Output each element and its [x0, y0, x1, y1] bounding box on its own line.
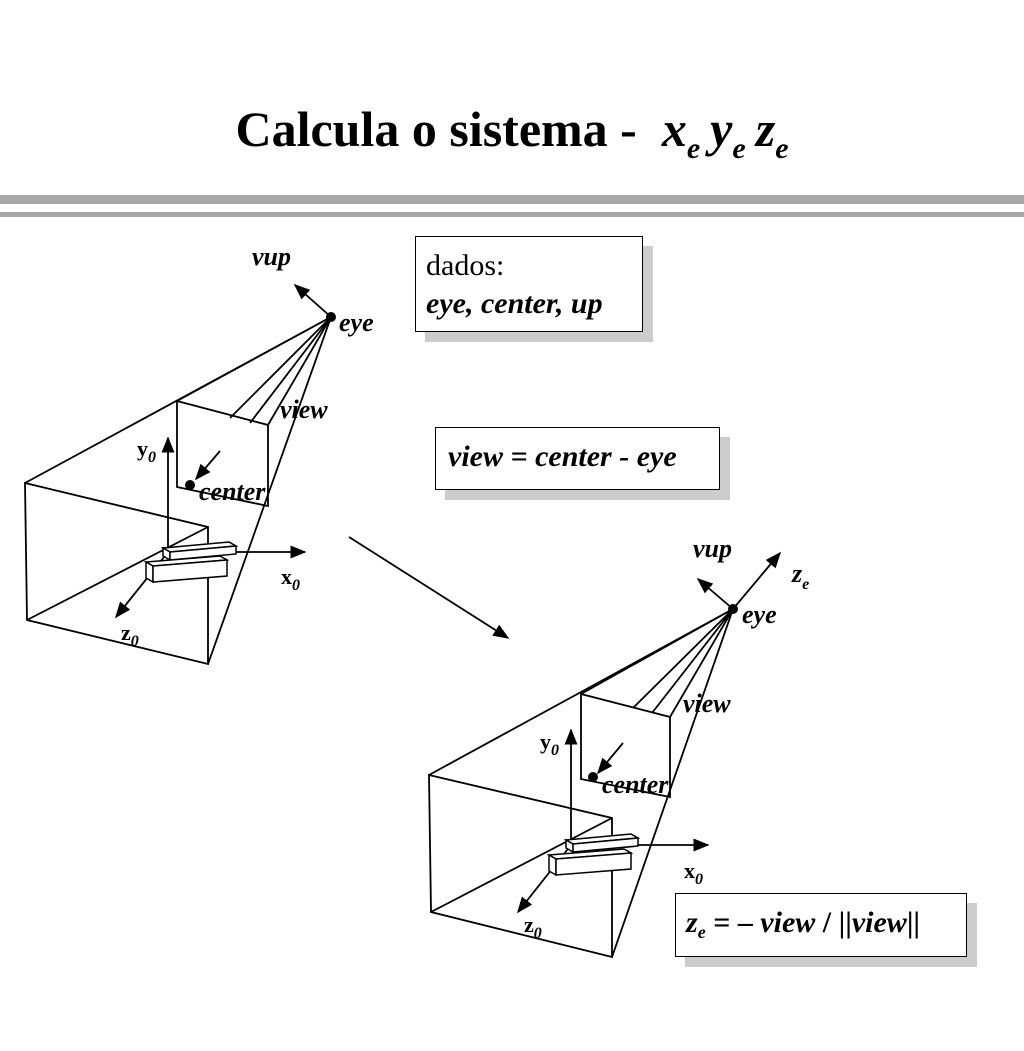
view-formula-box: view = center - eye: [435, 427, 720, 490]
given-data-values: eye, center, up: [426, 287, 603, 320]
right-z-axis-label: z0: [524, 912, 542, 942]
right-object: [546, 833, 641, 877]
left-frustum: [24, 316, 332, 666]
left-vup-label: vup: [252, 242, 291, 271]
right-eye-point: [728, 604, 738, 614]
view-formula: view = center - eye: [448, 440, 677, 473]
right-view-label: view: [683, 689, 731, 718]
left-object: [143, 541, 239, 584]
title-text: Calcula o sistema -: [235, 101, 637, 157]
left-center-point: [185, 480, 195, 490]
left-eye-point: [326, 312, 336, 322]
page-title: Calcula o sistema - xe ye ze: [0, 100, 1024, 166]
title-math: xe ye ze: [661, 101, 789, 165]
right-vup-label: vup: [693, 534, 732, 563]
left-x-axis-label: x0: [281, 564, 300, 594]
right-y-axis-label: y0: [540, 729, 559, 759]
right-x-axis-label: x0: [684, 858, 703, 888]
given-data-heading: dados:: [426, 249, 505, 282]
left-y-axis-label: y0: [137, 436, 156, 466]
divider-thin: [0, 212, 1024, 217]
left-center-label: center: [199, 477, 266, 506]
right-center-label: center: [602, 770, 669, 799]
divider-thick: [0, 195, 1024, 204]
left-eye-label: eye: [339, 308, 374, 337]
right-center-point: [588, 772, 598, 782]
right-eye-label: eye: [742, 600, 777, 629]
ze-formula-box: ze = – view / ||view||: [675, 893, 967, 957]
transition-arrow: [348, 536, 510, 639]
left-view-label: view: [280, 395, 328, 424]
given-data-box: dados: eye, center, up: [415, 236, 643, 332]
left-z-axis-label: z0: [121, 620, 139, 650]
right-ze-label: ze: [791, 559, 809, 593]
right-frustum: [428, 608, 734, 959]
